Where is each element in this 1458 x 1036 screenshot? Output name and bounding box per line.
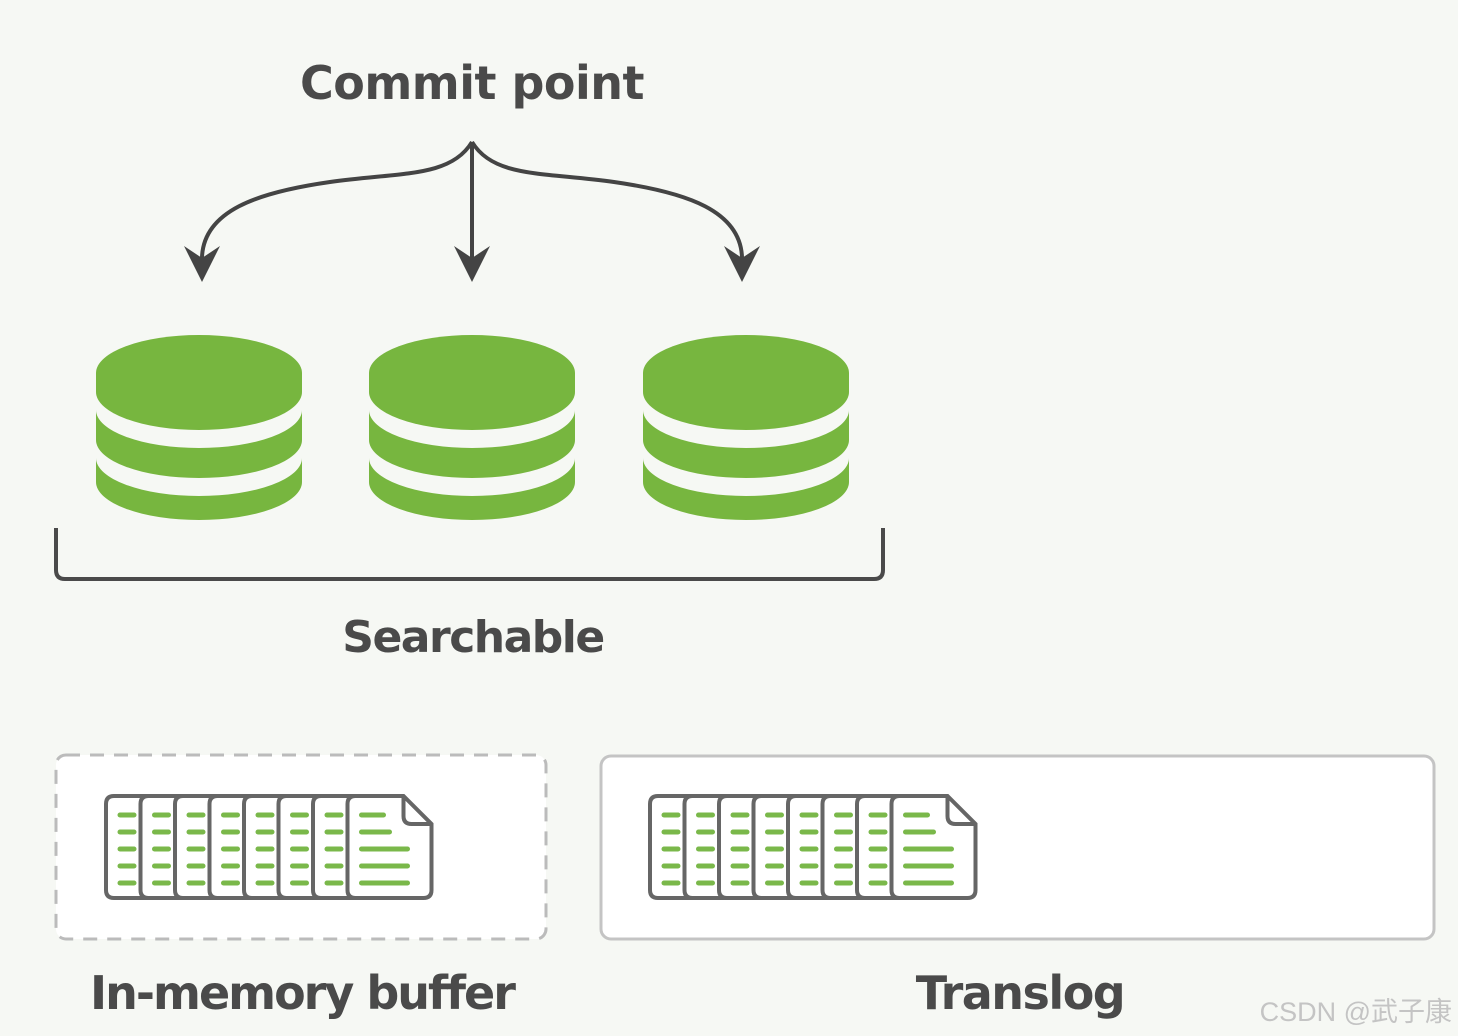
segment-bottom-band [643, 458, 849, 520]
commit-arrows [199, 140, 745, 263]
segment-database-icon [369, 335, 575, 520]
segment-database-icon [96, 335, 302, 520]
in-memory-buffer-documents [104, 794, 434, 900]
arrowhead-center-icon [454, 246, 490, 282]
segment-top-band [96, 373, 302, 430]
segments [96, 335, 849, 520]
segment-top-band [369, 373, 575, 430]
segment-database-icon [643, 335, 849, 520]
arrowheads [184, 246, 760, 282]
searchable-bracket [54, 528, 885, 581]
searchable-label: Searchable [342, 612, 605, 663]
segment-middle-band [96, 410, 302, 478]
segment-top-band [643, 373, 849, 430]
arrowhead-left-icon [184, 246, 220, 282]
segment-bottom-band [369, 458, 575, 520]
arrow-left [199, 140, 474, 263]
segment-middle-band [369, 410, 575, 478]
segment-bottom-band [96, 458, 302, 520]
translog-documents [648, 794, 978, 900]
document-icon [889, 794, 978, 900]
translog-label: Translog [915, 966, 1126, 1020]
commit-point-label: Commit point [299, 56, 645, 110]
arrowhead-right-icon [724, 246, 760, 282]
document-icon [345, 794, 434, 900]
watermark: CSDN @武子康 [1259, 997, 1452, 1027]
segment-middle-band [643, 410, 849, 478]
arrow-right [470, 140, 745, 263]
in-memory-buffer-label: In-memory buffer [90, 966, 516, 1020]
